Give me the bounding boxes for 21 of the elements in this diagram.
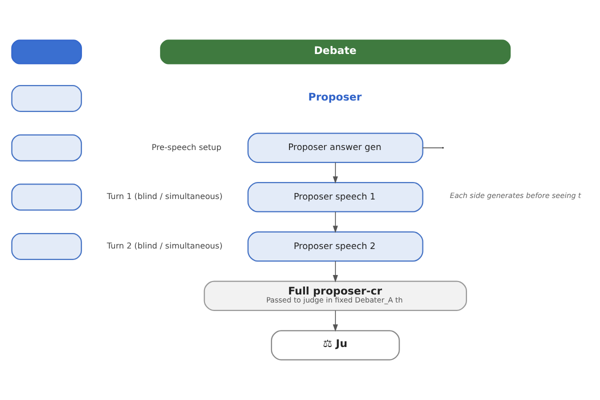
arrow — [332, 211, 338, 233]
node-box — [11, 40, 82, 64]
arrow — [332, 162, 338, 184]
node-box — [11, 134, 82, 162]
arrow — [332, 260, 338, 282]
node-box: Debate — [160, 40, 511, 64]
node-box — [11, 84, 82, 112]
node-box: Proposer speech 2 — [247, 231, 424, 262]
node-label: Turn 1 (blind / simultaneous) — [106, 191, 223, 202]
node-label: Turn 2 (blind / simultaneous) — [106, 240, 223, 251]
node-label: Pre-speech setup — [152, 142, 222, 152]
node-box: Proposer answer gen — [247, 132, 424, 163]
node-box — [11, 233, 82, 260]
node-box: ⚖ Ju — [270, 330, 400, 360]
label: Each side generates before seeing t — [450, 191, 581, 200]
connector — [422, 147, 444, 148]
label: Proposer — [308, 91, 362, 104]
node-box: Full proposer-cr Passed to judge in fixed Debater_A th — [204, 280, 467, 311]
node-box — [11, 184, 82, 211]
arrow — [332, 310, 338, 332]
node-box: Proposer speech 1 — [247, 182, 424, 212]
